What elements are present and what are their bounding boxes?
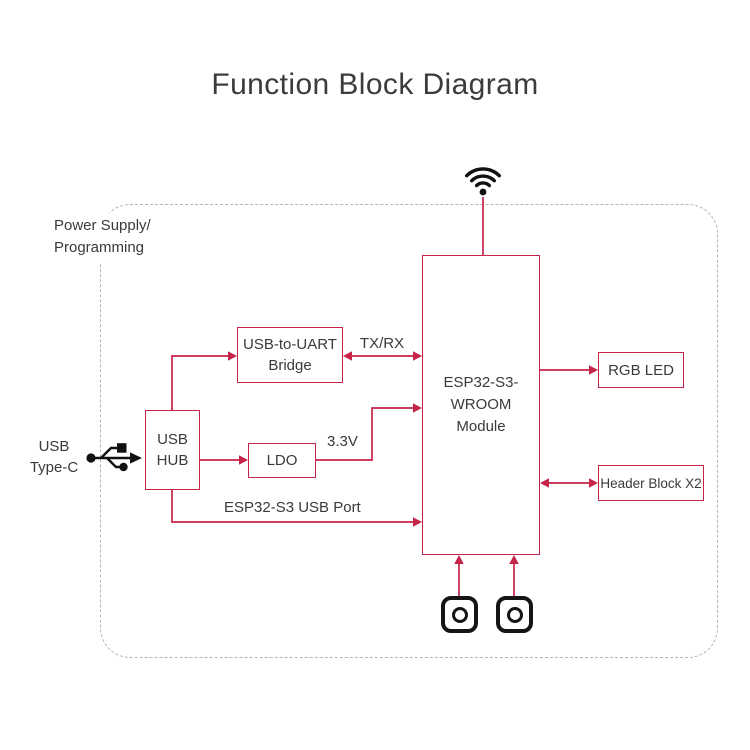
header-block-x2-label: Header Block X2	[600, 475, 702, 491]
push-button-cap-icon	[451, 606, 468, 623]
usb-uart-bridge-line1: USB-to-UART	[243, 336, 337, 353]
push-button-cap-icon	[506, 606, 523, 623]
voltage-3v3-label: 3.3V	[327, 433, 358, 450]
usb-hub-block: USB HUB	[145, 410, 200, 490]
usb-trident-icon	[86, 443, 142, 472]
power-supply-label-line1: Power Supply/	[54, 217, 151, 234]
power-supply-frame	[100, 204, 718, 658]
usb-type-c-label: USB Type-C	[22, 436, 86, 478]
usb-uart-bridge-line2: Bridge	[268, 357, 312, 374]
push-button-icon-1	[441, 596, 478, 633]
ldo-block: LDO	[248, 443, 316, 478]
header-block-x2-block: Header Block X2	[598, 465, 704, 501]
arrowheads	[228, 351, 598, 564]
rgb-led-block: RGB LED	[598, 352, 684, 388]
tx-rx-label: TX/RX	[359, 335, 405, 352]
wifi-icon	[465, 167, 501, 196]
usb-uart-bridge-block: USB-to-UART Bridge	[237, 327, 343, 383]
usb-hub-line1: USB	[157, 431, 188, 448]
esp32-module-line3: Module	[456, 418, 506, 435]
usb-type-c-line2: Type-C	[29, 459, 79, 476]
usb-type-c-line1: USB	[38, 438, 70, 455]
push-button-icon-2	[496, 596, 533, 633]
esp32-module-block: ESP32-S3- WROOM Module	[422, 255, 540, 555]
ldo-label: LDO	[266, 452, 298, 469]
page-title: Function Block Diagram	[211, 68, 539, 101]
power-supply-label-line2: Programming	[54, 239, 145, 256]
usb-hub-line2: HUB	[156, 452, 189, 469]
rgb-led-label: RGB LED	[608, 361, 674, 379]
esp32-module-line1: ESP32-S3-	[443, 374, 519, 391]
power-supply-label: Power Supply/ Programming	[52, 213, 159, 263]
connector-lines	[171, 197, 590, 596]
esp32-usb-port-label: ESP32-S3 USB Port	[224, 499, 361, 516]
esp32-module-line2: WROOM	[450, 396, 512, 413]
